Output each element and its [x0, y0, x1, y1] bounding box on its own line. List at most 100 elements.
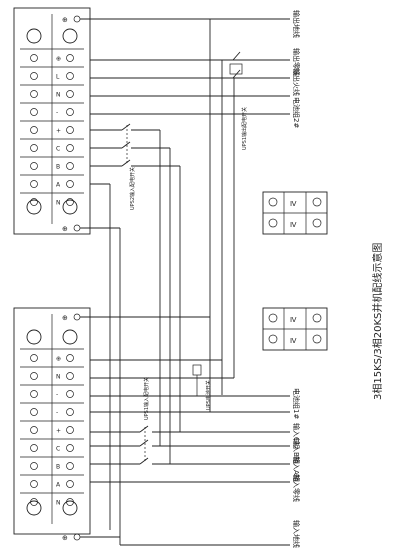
top-module-screw	[62, 199, 78, 215]
top-terminal-label: N	[56, 200, 61, 207]
switch-label: UPS2输入配电开关	[129, 167, 136, 210]
top-terminal-screw	[30, 54, 38, 62]
top-terminal-label: +	[56, 128, 61, 135]
ups1-output-switch: UPS1输出配电开关	[229, 51, 248, 150]
label-out-ground: 输出地线	[292, 10, 301, 38]
bottom-module-screw	[26, 500, 42, 516]
top-terminal-screw	[66, 198, 74, 206]
bottom-terminal-label: B	[56, 464, 60, 471]
label-out-neutral: 输出零线	[292, 48, 301, 76]
top-terminal-screw	[30, 108, 38, 116]
bottom-module-screw	[26, 329, 42, 345]
top-terminal-screw	[66, 126, 74, 134]
top-wires	[80, 18, 290, 229]
bottom-terminal-screw	[30, 372, 38, 380]
bottom-terminal-screw	[66, 354, 74, 362]
switch-label: UPS1输入配电开关	[143, 377, 150, 420]
bottom-terminal-label: N	[56, 500, 61, 507]
top-terminal-screw	[30, 90, 38, 98]
bottom-module-screw	[62, 500, 78, 516]
top-terminal-screw	[30, 126, 38, 134]
mini-block-label: Ⅳ	[290, 221, 297, 229]
bottom-terminal-screw	[30, 426, 38, 434]
bottom-terminal-screw	[30, 480, 38, 488]
top-module-screw	[26, 28, 42, 44]
switch-label: UPS1输出配电开关	[241, 107, 248, 150]
bottom-module-screw	[62, 329, 78, 345]
label-in-ground: 输入地线	[292, 520, 301, 548]
top-terminal-screw	[66, 144, 74, 152]
bottom-module-frame	[13, 307, 91, 535]
bottom-terminal-screw	[30, 444, 38, 452]
bottom-terminal-screw	[66, 444, 74, 452]
top-module-screw	[26, 199, 42, 215]
mini-block-label: Ⅳ	[290, 200, 297, 208]
ground-mark: ⊕	[62, 16, 68, 24]
bottom-terminal-screw	[30, 408, 38, 416]
bottom-terminal-screw	[30, 390, 38, 398]
bottom-terminal-label: C	[56, 446, 60, 453]
mini-block-top: Ⅳ Ⅳ	[262, 191, 328, 235]
label-battery2: 电池组2#	[292, 97, 301, 128]
diagram-title: 3相15KS/3相20KS并机配线示意图	[371, 243, 384, 400]
top-terminal-label: N	[56, 92, 61, 99]
bottom-terminal-screw	[66, 408, 74, 416]
top-terminal-label: A	[56, 182, 61, 189]
switch-label: UPS电池开关	[205, 380, 212, 410]
bottom-terminal-label: +	[56, 428, 61, 435]
top-terminal-label: C	[56, 146, 60, 153]
label-in-b: 输入B相	[292, 438, 301, 464]
mini-block-label: Ⅳ	[290, 316, 297, 324]
top-terminal-label: L	[56, 74, 60, 81]
bottom-terminal-label: -	[56, 392, 58, 399]
top-terminal-screw	[66, 90, 74, 98]
bottom-terminal-screw	[66, 462, 74, 470]
top-terminal-label: B	[56, 164, 60, 171]
label-out-live: 输出火线	[292, 68, 301, 96]
top-terminal-screw	[66, 180, 74, 188]
bottom-terminal-screw	[66, 372, 74, 380]
mini-block-bottom: Ⅳ Ⅳ	[262, 307, 328, 351]
bottom-terminal-label: ⊕	[56, 356, 61, 363]
top-module-frame	[13, 7, 91, 235]
top-terminal-screw	[30, 162, 38, 170]
bottom-terminal-screw	[30, 462, 38, 470]
top-terminal-screw	[66, 72, 74, 80]
ground-mark: ⊕	[62, 314, 68, 322]
label-battery1: 电池组1#	[292, 388, 301, 419]
label-in-neutral: 输入零线	[292, 474, 301, 502]
ups2-input-switch: UPS2输入配电开关	[121, 123, 180, 210]
top-terminal-screw	[66, 108, 74, 116]
ups1-input-switch: UPS1输入配电开关	[139, 377, 150, 465]
mini-block-label: Ⅳ	[290, 337, 297, 345]
bottom-terminal-screw	[30, 354, 38, 362]
label-in-a: 输入A相	[292, 456, 301, 482]
top-terminal-screw	[30, 198, 38, 206]
top-terminal-label: -	[56, 110, 58, 117]
top-terminal-screw	[66, 54, 74, 62]
top-terminal-screw	[30, 180, 38, 188]
bus-lines	[109, 19, 235, 545]
bottom-terminal-label: A	[56, 482, 61, 489]
bottom-wires	[80, 316, 290, 546]
bottom-terminal-screw	[66, 498, 74, 506]
top-module: ⊕ L N - + C B A N ⊕ ⊕	[13, 7, 91, 235]
right-labels: 输出地线 输出零线 输出火线 电池组2# 电池组1# 输入C相 输入B相 输入A…	[292, 10, 301, 548]
battery-switch: UPS电池开关	[192, 364, 212, 410]
top-terminal-screw	[66, 162, 74, 170]
bottom-terminal-screw	[30, 498, 38, 506]
bottom-terminal-screw	[66, 390, 74, 398]
ground-mark: ⊕	[62, 534, 68, 542]
bottom-terminal-label: N	[56, 374, 61, 381]
bottom-terminal-screw	[66, 480, 74, 488]
top-terminal-screw	[30, 72, 38, 80]
bottom-terminal-screw	[66, 426, 74, 434]
top-module-screw	[62, 28, 78, 44]
bottom-module: ⊕ N - - + C B A N ⊕ ⊕	[13, 307, 91, 542]
label-in-c: 输入C相	[292, 423, 301, 449]
ground-mark: ⊕	[62, 225, 68, 233]
bottom-terminal-label: -	[56, 410, 58, 417]
top-terminal-label: ⊕	[56, 56, 61, 63]
top-terminal-screw	[30, 144, 38, 152]
